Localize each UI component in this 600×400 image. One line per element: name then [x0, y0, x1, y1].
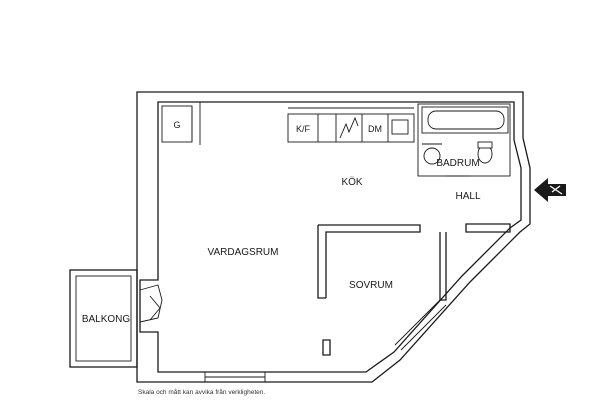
wardrobe-g: [161, 102, 201, 145]
kitchen-label: KÖK: [341, 176, 362, 188]
balcony: [69, 269, 138, 368]
interior-walls: [317, 223, 511, 356]
living-room-label: VARDAGSRUM: [208, 247, 279, 258]
balcony-label: BALKONG: [82, 314, 131, 325]
stove-icon: [339, 116, 359, 139]
wardrobe-g-label: G: [173, 120, 180, 130]
bathroom-label: BADRUM: [436, 158, 479, 169]
balcony-door[interactable]: [139, 284, 163, 323]
washbasin-icon: [423, 147, 441, 165]
bedroom-label: SOVRUM: [349, 280, 393, 291]
sink-icon: [391, 119, 409, 135]
windows: [204, 299, 447, 382]
dishwasher-label: DM: [368, 124, 382, 134]
bathroom: [417, 103, 511, 177]
hall-label: HALL: [455, 191, 480, 202]
fridge-freezer-label: K/F: [296, 124, 311, 134]
scale-footnote: Skala och mått kan avvika från verklighe…: [138, 388, 265, 396]
entrance-arrow-icon: [534, 178, 566, 202]
outer-walls: [136, 91, 531, 383]
kitchen-counter: [287, 107, 415, 143]
